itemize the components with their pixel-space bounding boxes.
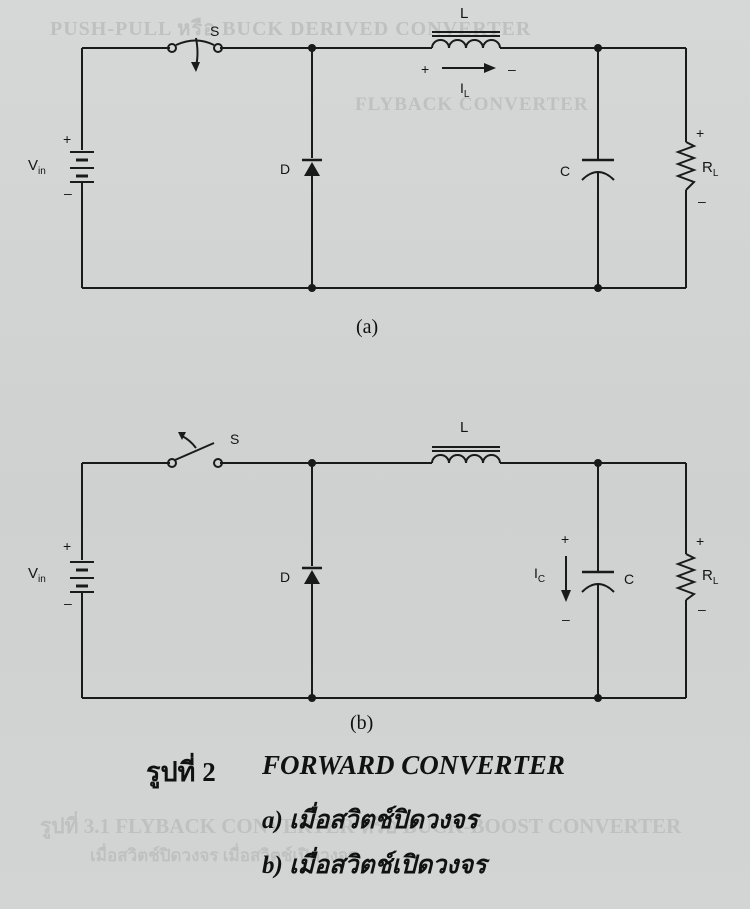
- circuit-b-switch-symbol: [167, 432, 223, 468]
- circuit-a-current-label: IL: [460, 80, 470, 100]
- circuit-a-switch-label: S: [210, 23, 219, 39]
- circuit-a-load-plus: +: [696, 125, 704, 141]
- bleed-through-text: FLYBACK CONVERTER: [355, 94, 589, 115]
- figure-item-a: a) เมื่อสวิตช์ปิดวงจร: [262, 807, 479, 834]
- figure-number: รูปที่ 2: [146, 757, 216, 787]
- figure-item-b: b) เมื่อสวิตช์เปิดวงจร: [262, 852, 487, 879]
- circuit-b-source-label: Vin: [28, 565, 46, 585]
- circuit-b-battery-symbol: [70, 561, 94, 593]
- circuit-a-capacitor-symbol: [581, 158, 615, 181]
- circuit-b-caption: (b): [350, 712, 374, 734]
- bleed-through-text: PUSH-PULL หรือ BUCK DERIVED CONVERTER: [50, 18, 532, 40]
- circuit-b-load-plus: +: [696, 533, 704, 549]
- circuit-b-wires: [81, 462, 687, 699]
- circuit-a-battery-minus: –: [64, 185, 72, 201]
- circuit-a-battery-symbol: [70, 151, 94, 183]
- circuit-b-battery-minus: –: [64, 595, 72, 611]
- circuit-b-diode-label: D: [280, 569, 290, 585]
- circuit-b-junction-dots: [308, 459, 602, 702]
- circuit-a-inductor-minus: –: [508, 61, 516, 77]
- circuit-a-capacitor-label: C: [560, 163, 570, 179]
- circuit-b-current-arrow: [561, 556, 571, 602]
- circuit-b-resistor-symbol: [675, 553, 697, 601]
- circuit-b-load-label: RL: [702, 567, 719, 587]
- circuit-b-inductor-symbol: [431, 446, 501, 464]
- circuit-a-switch-symbol: [167, 37, 223, 72]
- circuit-a-inductor-plus: +: [421, 61, 429, 77]
- circuit-a-diode-label: D: [280, 161, 290, 177]
- circuit-a-source-label: Vin: [28, 157, 46, 177]
- circuit-b-current-label: IC: [534, 565, 545, 585]
- circuit-a-inductor-label: L: [460, 5, 468, 22]
- bleed-through-text: รูปที่ 3.1 FLYBACK CONVERTER หรือ BUCK-B…: [40, 814, 682, 838]
- figure-title: FORWARD CONVERTER: [262, 750, 565, 780]
- circuit-a-current-arrow: [442, 63, 496, 73]
- circuit-a-diode-symbol: [302, 158, 322, 176]
- circuit-b-diode-symbol: [302, 566, 322, 584]
- circuit-a-inductor-symbol: [431, 31, 501, 49]
- circuit-b-capacitor-symbol: [581, 570, 615, 593]
- circuit-a-load-label: RL: [702, 159, 719, 179]
- circuit-b-battery-plus: +: [63, 538, 71, 554]
- bleed-through-text: เมื่อสวิตช์ปิดวงจร เมื่อสวิตช์เปิดวงจร: [90, 846, 358, 865]
- circuit-b-current-minus: –: [562, 611, 570, 627]
- circuit-b-load-minus: –: [698, 601, 706, 617]
- circuit-a-battery-plus: +: [63, 131, 71, 147]
- circuit-a-load-minus: –: [698, 193, 706, 209]
- circuit-b-switch-label: S: [230, 431, 239, 447]
- circuit-a-junction-dots: [308, 44, 602, 292]
- circuit-a-wires: [81, 47, 687, 289]
- circuit-b-inductor-label: L: [460, 419, 468, 436]
- circuit-b-current-plus: +: [561, 531, 569, 547]
- circuit-a-caption: (a): [356, 316, 379, 338]
- circuit-a-resistor-symbol: [675, 141, 697, 191]
- circuit-b-capacitor-label: C: [624, 571, 634, 587]
